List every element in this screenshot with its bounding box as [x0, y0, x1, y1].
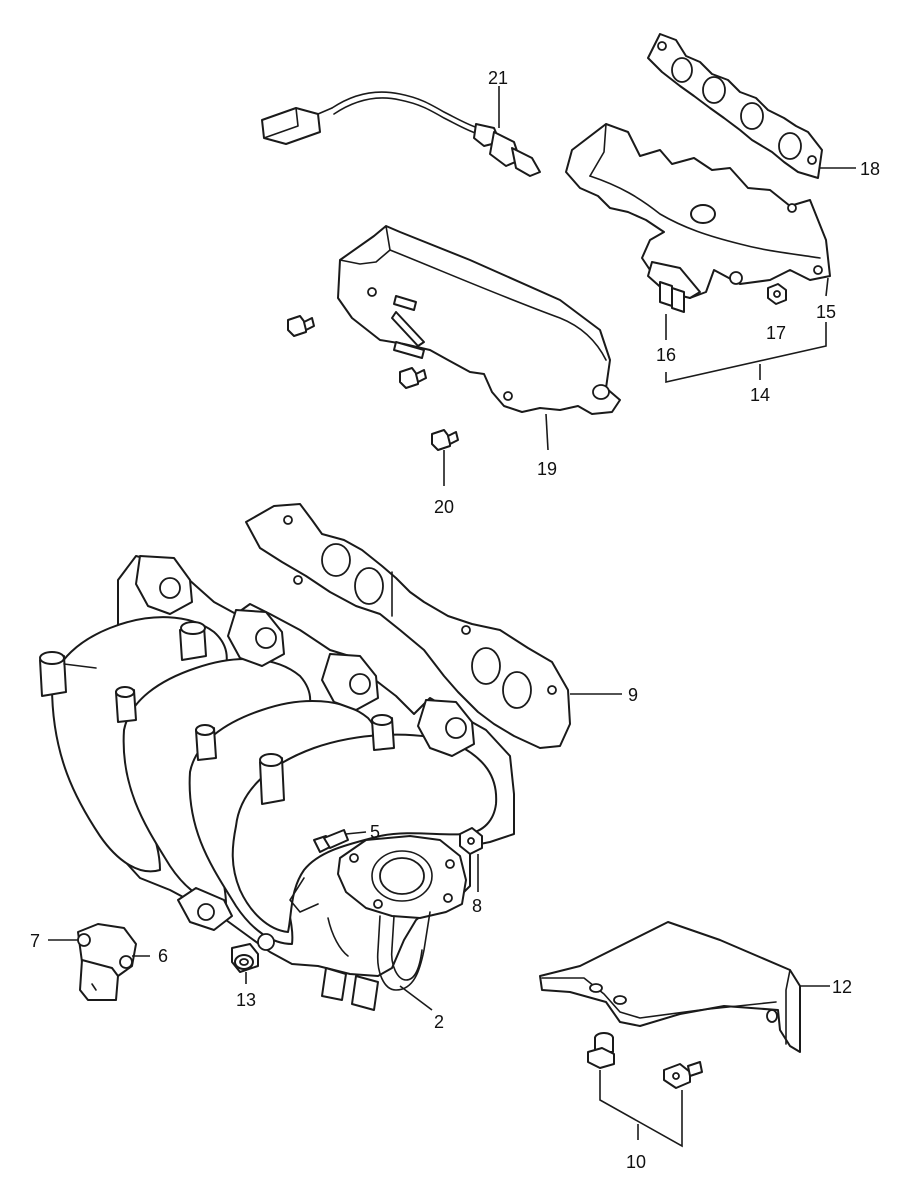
heat-shield-part-19: [337, 225, 621, 415]
bolt-part-20-c: [431, 429, 459, 451]
label-20: 20: [434, 497, 454, 517]
label-15: 15: [816, 302, 836, 322]
bolt-part-10-a: [587, 1032, 615, 1069]
sensor-part-5: [313, 829, 349, 853]
oxygen-sensor-part-21: [261, 91, 541, 177]
plug-part-13: [231, 943, 259, 973]
label-5: 5: [370, 822, 380, 842]
nut-part-17: [767, 283, 787, 305]
map-sensor-part-6: [77, 923, 137, 1001]
label-14: 14: [750, 385, 770, 405]
bracket-part-12: [539, 921, 801, 1053]
exhaust-gasket-part-18: [647, 33, 823, 179]
bolt-part-10-b: [663, 1061, 703, 1089]
label-6: 6: [158, 946, 168, 966]
nut-part-8: [459, 827, 483, 855]
bolt-part-20-a: [287, 315, 315, 337]
label-10: 10: [626, 1152, 646, 1172]
label-8: 8: [472, 896, 482, 916]
label-13: 13: [236, 990, 256, 1010]
exhaust-manifold-part-14: [565, 123, 831, 313]
label-19: 19: [537, 459, 557, 479]
intake-gasket-part-9: [245, 503, 571, 749]
label-7: 7: [30, 931, 40, 951]
bolt-part-20-b: [399, 367, 427, 389]
label-9: 9: [628, 685, 638, 705]
label-18: 18: [860, 159, 880, 179]
label-21: 21: [488, 68, 508, 88]
label-2: 2: [434, 1012, 444, 1032]
label-12: 12: [832, 977, 852, 997]
label-16: 16: [656, 345, 676, 365]
label-17: 17: [766, 323, 786, 343]
intake-manifold: [39, 555, 515, 1011]
